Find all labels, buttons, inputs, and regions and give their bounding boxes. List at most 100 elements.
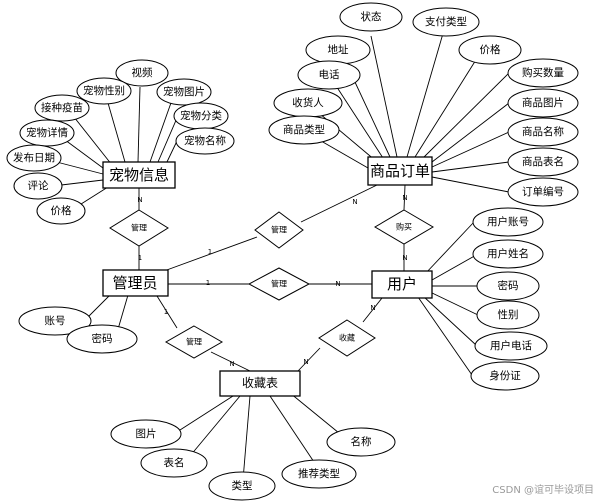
attr-order-address: 地址: [305, 35, 371, 65]
svg-text:价格: 价格: [480, 43, 501, 56]
entity-favorites: 收藏表: [219, 370, 301, 397]
entity-admin: 管理员: [102, 269, 169, 297]
svg-text:状态: 状态: [361, 10, 382, 23]
attr-fav-name: 名称: [326, 427, 396, 457]
svg-text:身份证: 身份证: [489, 369, 521, 382]
attr-pet-release-date: 发布日期: [6, 144, 62, 172]
svg-text:名称: 名称: [351, 435, 372, 448]
svg-text:用户姓名: 用户姓名: [487, 247, 529, 260]
svg-text:类型: 类型: [232, 479, 253, 492]
relation-manage-pet: 管理: [109, 209, 169, 247]
cardinality-fav-user-n: N: [370, 304, 375, 312]
svg-text:评论: 评论: [28, 179, 49, 192]
svg-text:商品表名: 商品表名: [522, 155, 564, 168]
relation-manage-order-label: 管理: [271, 225, 287, 235]
svg-text:视频: 视频: [132, 66, 153, 79]
entity-user: 用户: [371, 270, 433, 299]
svg-text:接种疫苗: 接种疫苗: [41, 101, 83, 114]
attr-fav-rec-type: 推荐类型: [281, 459, 357, 489]
cardinality-fav-admin-n: N: [229, 360, 234, 368]
entity-user-label: 用户: [387, 275, 417, 293]
attr-order-buy-qty: 购买数量: [507, 58, 579, 88]
watermark-text: CSDN @谊可毕设项目: [492, 483, 594, 496]
entity-pet-info: 宠物信息: [102, 161, 176, 189]
attr-pet-gender: 宠物性别: [76, 77, 132, 105]
cardinality-labels: N 1 1 N 1 N N N 1 N N N: [137, 194, 407, 368]
cardinality-buy-bottom: N: [402, 254, 407, 262]
cardinality-fav-admin-1: 1: [164, 308, 168, 316]
attr-pet-category: 宠物分类: [173, 102, 229, 130]
attr-user-phone: 用户电话: [474, 331, 548, 361]
attr-order-goods-name: 商品名称: [507, 117, 579, 147]
svg-text:宠物性别: 宠物性别: [83, 84, 125, 97]
svg-text:密码: 密码: [92, 332, 113, 345]
attr-fav-picture: 图片: [110, 419, 182, 449]
svg-text:宠物名称: 宠物名称: [184, 134, 226, 147]
attr-pet-picture: 宠物图片: [156, 78, 212, 106]
svg-text:账号: 账号: [45, 315, 66, 327]
attr-order-order-no: 订单编号: [507, 177, 579, 207]
svg-text:性别: 性别: [498, 308, 519, 321]
attr-admin-password: 密码: [66, 324, 138, 354]
cardinality-pet-bottom: 1: [138, 254, 142, 262]
attr-user-id-card: 身份证: [470, 361, 540, 391]
attr-order-receiver: 收货人: [273, 88, 343, 118]
svg-text:表名: 表名: [164, 456, 185, 469]
entity-order-label: 商品订单: [370, 162, 430, 180]
attr-order-status: 状态: [339, 2, 403, 32]
relation-collect: 收藏: [318, 319, 376, 357]
cardinality-order-admin-1: 1: [208, 248, 212, 256]
svg-text:支付类型: 支付类型: [425, 15, 467, 28]
relation-manage-pet-label: 管理: [131, 223, 147, 233]
relation-collect-label: 收藏: [339, 333, 355, 343]
attr-pet-vaccine: 接种疫苗: [34, 94, 90, 122]
attr-order-goods-pic: 商品图片: [507, 88, 579, 118]
relation-buy: 购买: [374, 209, 434, 245]
cardinality-pet-top: N: [137, 196, 142, 204]
svg-text:宠物分类: 宠物分类: [180, 109, 222, 122]
attr-pet-video: 视频: [115, 59, 169, 87]
svg-text:订单编号: 订单编号: [522, 185, 564, 198]
svg-text:用户电话: 用户电话: [490, 339, 532, 352]
attr-order-goods-table: 商品表名: [507, 147, 579, 177]
attr-order-goods-type: 商品类型: [268, 115, 340, 145]
cardinality-order-admin-n: N: [352, 198, 357, 206]
svg-text:图片: 图片: [136, 427, 157, 440]
relation-manage-favorites: 管理: [164, 325, 224, 359]
attr-order-pay-type: 支付类型: [412, 7, 480, 37]
cardinality-admin-user-n: N: [335, 280, 340, 288]
svg-text:用户账号: 用户账号: [487, 215, 529, 228]
entity-pet-info-label: 宠物信息: [109, 166, 169, 184]
svg-text:密码: 密码: [498, 279, 519, 292]
relation-manage-user-label: 管理: [271, 279, 287, 289]
entity-order: 商品订单: [367, 156, 433, 186]
svg-text:购买数量: 购买数量: [522, 66, 564, 79]
cardinality-buy-top: N: [402, 194, 407, 202]
attr-pet-comment: 评论: [13, 172, 63, 200]
svg-text:发布日期: 发布日期: [13, 151, 55, 164]
relation-manage-order: 管理: [254, 211, 304, 249]
attr-order-price: 价格: [458, 35, 522, 65]
relation-manage-favorites-label: 管理: [186, 337, 202, 347]
attr-order-phone: 电话: [297, 60, 361, 90]
attr-fav-table-name: 表名: [140, 448, 208, 478]
attr-pet-detail: 宠物详情: [19, 119, 75, 147]
attr-user-gender: 性别: [476, 300, 540, 330]
cardinality-admin-user-1: 1: [206, 279, 210, 287]
cardinality-fav-user-n2: N: [303, 358, 308, 366]
entity-admin-label: 管理员: [112, 274, 157, 292]
svg-text:商品图片: 商品图片: [522, 96, 564, 109]
svg-text:推荐类型: 推荐类型: [298, 467, 340, 480]
svg-text:电话: 电话: [319, 68, 340, 81]
svg-text:地址: 地址: [328, 43, 349, 56]
svg-text:宠物详情: 宠物详情: [26, 126, 68, 139]
attr-user-account: 用户账号: [472, 207, 544, 237]
attr-pet-price: 价格: [36, 197, 86, 225]
svg-text:商品名称: 商品名称: [522, 125, 564, 138]
svg-text:价格: 价格: [51, 204, 72, 217]
svg-text:收货人: 收货人: [292, 96, 324, 109]
entity-favorites-label: 收藏表: [242, 376, 278, 390]
attr-pet-name: 宠物名称: [175, 127, 235, 155]
svg-text:商品类型: 商品类型: [283, 123, 325, 136]
